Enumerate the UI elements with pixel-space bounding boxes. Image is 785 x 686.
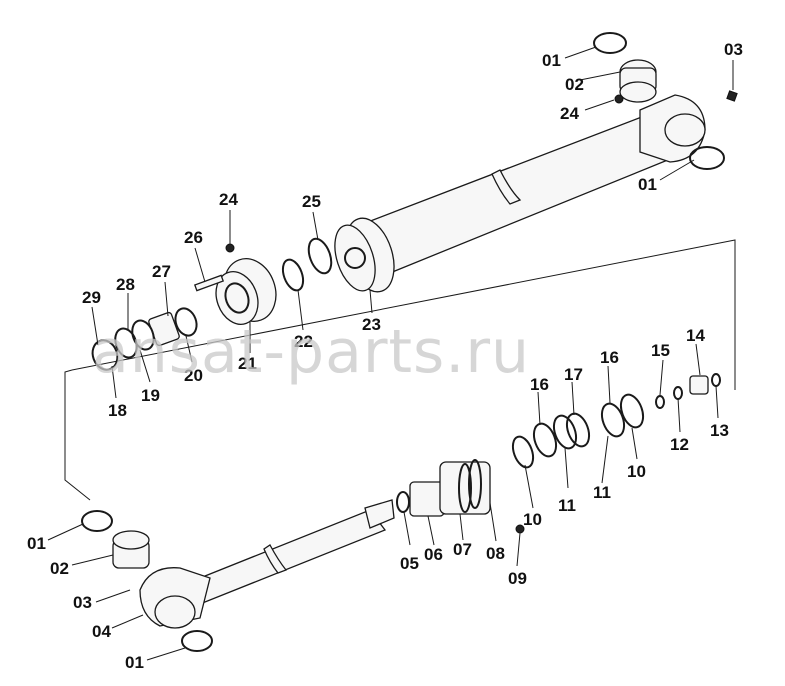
callout-15: 15	[651, 341, 670, 360]
callout-12: 12	[670, 435, 689, 454]
callout-02: 02	[565, 75, 584, 94]
piston-rod	[168, 459, 525, 611]
callout-13: 13	[710, 421, 729, 440]
callout-24: 24	[219, 190, 238, 209]
callout-10: 10	[627, 462, 646, 481]
callout-19: 19	[141, 386, 160, 405]
callout-16: 16	[600, 348, 619, 367]
barrel-eye	[593, 32, 738, 170]
callout-24: 24	[560, 104, 579, 123]
assembly-frame-lines	[64, 239, 736, 501]
watermark-text: ansat-parts.ru	[92, 317, 530, 387]
callout-18: 18	[108, 401, 127, 420]
cylinder-barrel	[334, 109, 681, 293]
cylinder-head-assembly	[91, 237, 333, 371]
callout-04: 04	[92, 622, 111, 641]
callout-29: 29	[82, 288, 101, 307]
callout-10: 10	[523, 510, 542, 529]
callout-02: 02	[50, 559, 69, 578]
callout-16: 16	[530, 375, 549, 394]
callout-23: 23	[362, 315, 381, 334]
callout-11: 11	[558, 496, 576, 515]
callout-03: 03	[73, 593, 92, 612]
callout-01: 01	[542, 51, 561, 70]
callout-07: 07	[453, 540, 472, 559]
callout-11: 11	[593, 483, 611, 502]
callout-25: 25	[302, 192, 321, 211]
callout-20: 20	[184, 366, 203, 385]
callout-17: 17	[564, 365, 583, 384]
callout-28: 28	[116, 275, 135, 294]
callout-06: 06	[424, 545, 443, 564]
callout-14: 14	[686, 326, 705, 345]
callout-21: 21	[238, 354, 257, 373]
callout-01: 01	[125, 653, 144, 672]
callout-01: 01	[638, 175, 657, 194]
callout-22: 22	[294, 332, 313, 351]
callout-05: 05	[400, 554, 419, 573]
rod-eye	[81, 510, 213, 652]
callout-27: 27	[152, 262, 171, 281]
piston-seal-set	[511, 373, 721, 469]
callout-26: 26	[184, 228, 203, 247]
callout-08: 08	[486, 544, 505, 563]
callout-labels: 01 02 03 24 01 24 25 26 27 28 29 18 19 2…	[27, 40, 743, 672]
callout-03: 03	[724, 40, 743, 59]
callout-09: 09	[508, 569, 527, 588]
leader-lines	[47, 46, 734, 661]
callout-01: 01	[27, 534, 46, 553]
